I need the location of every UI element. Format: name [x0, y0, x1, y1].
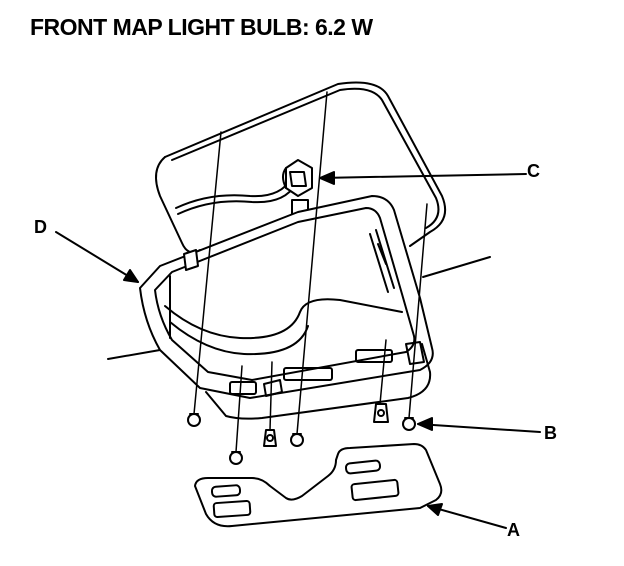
callout-label-d: D [34, 217, 47, 237]
alignment-lines [193, 91, 428, 453]
retaining-clips [263, 403, 389, 447]
callout-label-b: B [544, 423, 557, 443]
diagram-title: FRONT MAP LIGHT BULB: 6.2 W [30, 14, 373, 40]
wire-harness [175, 177, 297, 215]
roof-panel [107, 81, 491, 360]
mounting-screws-b [187, 413, 416, 465]
leader-arrows [55, 171, 541, 529]
callout-label-a: A [507, 520, 520, 540]
lens-a [194, 443, 443, 528]
lamp-housing [205, 341, 432, 420]
console-frame-d [139, 195, 434, 399]
callout-label-c: C [527, 161, 540, 181]
